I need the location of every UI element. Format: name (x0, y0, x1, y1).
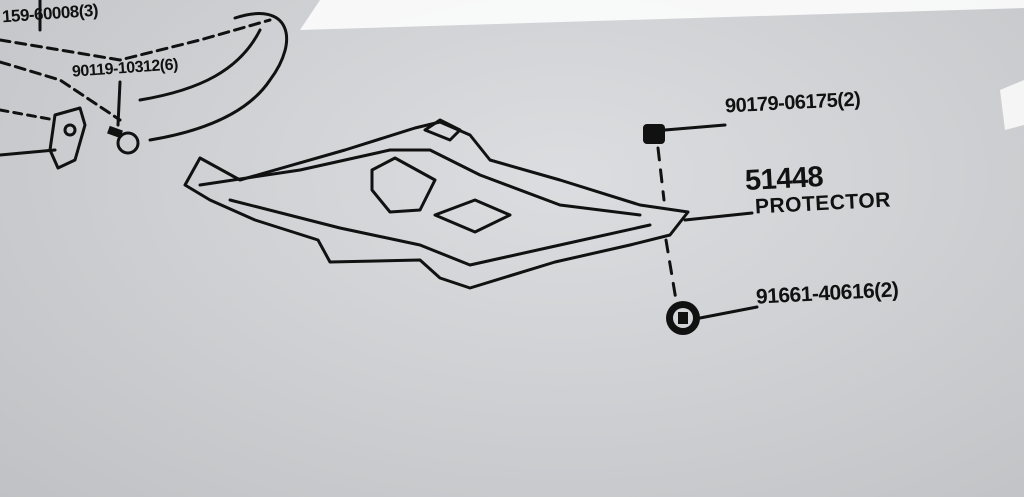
dashed-line-left (0, 108, 57, 122)
leader-c (663, 123, 727, 132)
clip-hole (63, 123, 77, 137)
protector-ridge (198, 148, 642, 217)
clip-icon (666, 301, 700, 335)
protector-lower-edge (228, 198, 652, 267)
protector-recess (433, 198, 512, 234)
protector-bump (370, 156, 437, 214)
glare-right (1000, 80, 1024, 130)
protector-tab (423, 118, 462, 142)
panel-edge-inner (138, 28, 262, 102)
panel-edge-outer (148, 12, 289, 142)
leader-e (698, 305, 759, 320)
bracket-line-left (0, 148, 57, 157)
leader-d (683, 211, 754, 222)
dashed-leader-lower (664, 238, 678, 302)
bolt-hex-icon (107, 125, 140, 155)
dashed-line-top (0, 18, 272, 62)
dashed-leader-upper (656, 146, 666, 202)
dashed-line-mid (0, 60, 122, 122)
nut-icon (643, 124, 665, 144)
leader-b (116, 80, 122, 127)
protector-plate-outline (183, 120, 690, 290)
clip-bracket (48, 106, 87, 170)
glare-top (300, 0, 1024, 30)
